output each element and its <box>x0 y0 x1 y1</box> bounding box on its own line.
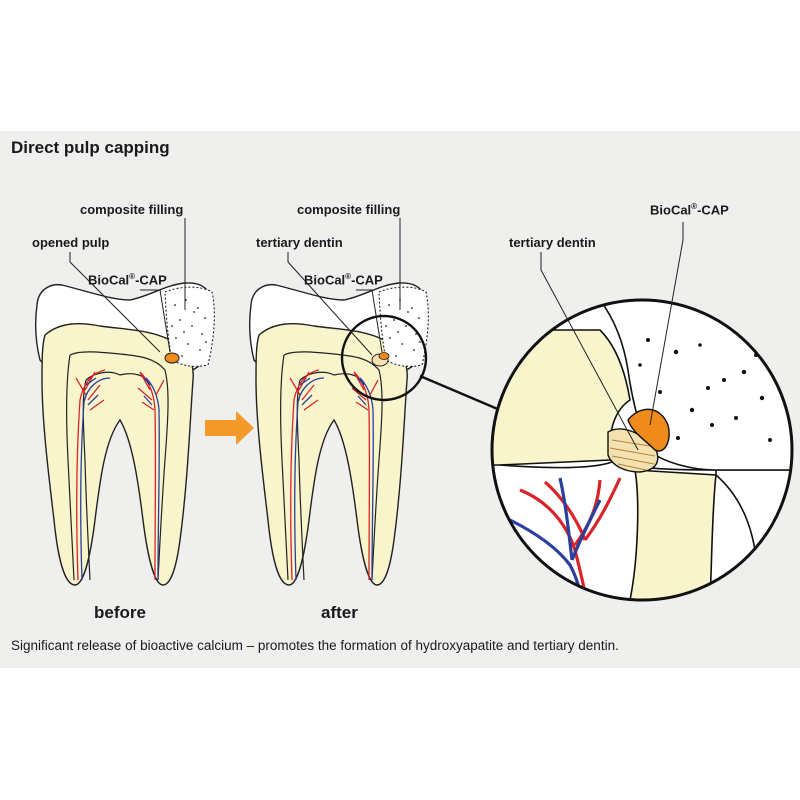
label-composite-filling-before: composite filling <box>80 202 184 217</box>
detail-filling-dots <box>638 338 772 442</box>
label-after: after <box>321 603 358 622</box>
tooth-before <box>35 282 216 586</box>
biocal-cap-before <box>164 352 180 364</box>
zoom-connector <box>419 374 501 412</box>
label-biocal-cap-before: BioCal®-CAP <box>88 272 167 288</box>
biocal-cap-after <box>378 352 390 360</box>
label-biocal-cap-after: BioCal®-CAP <box>304 272 383 288</box>
detail-biocal-cap <box>627 408 670 452</box>
label-composite-filling-after: composite filling <box>297 202 401 217</box>
label-before: before <box>94 603 146 622</box>
label-opened-pulp: opened pulp <box>32 235 110 250</box>
leader-lines-detail <box>540 222 684 451</box>
magnified-detail <box>490 298 794 602</box>
figure-title: Direct pulp capping <box>11 138 170 157</box>
zoom-circle <box>340 314 428 402</box>
figure-caption: Significant release of bioactive calcium… <box>11 638 619 653</box>
leader-lines-after <box>287 218 401 356</box>
transition-arrow <box>205 411 254 445</box>
label-biocal-cap-detail: BioCal®-CAP <box>650 202 729 218</box>
label-tertiary-dentin-after: tertiary dentin <box>256 235 343 250</box>
label-tertiary-dentin-detail: tertiary dentin <box>509 235 596 250</box>
leader-lines-before <box>69 218 186 353</box>
tooth-after <box>249 282 430 586</box>
